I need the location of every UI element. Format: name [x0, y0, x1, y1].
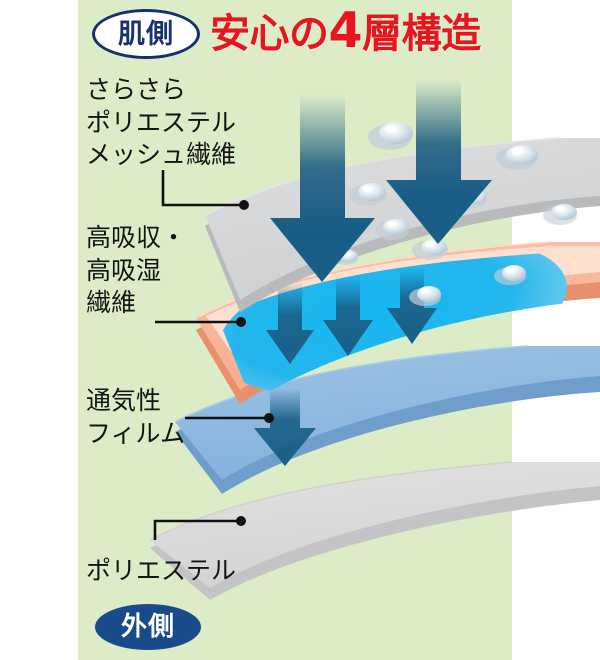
badge-outer-side: 外側 — [95, 604, 201, 650]
label-polyester: ポリエステル — [86, 555, 236, 588]
label-film-line-1: 通気性 — [86, 386, 162, 415]
badge-skin-side-label: 肌側 — [118, 18, 174, 50]
badge-skin-side: 肌側 — [92, 9, 200, 59]
page-title: 安心の4層構造 — [210, 6, 481, 56]
title-suffix: 層構造 — [362, 11, 481, 57]
label-absorbent-line-2: 高吸湿 — [86, 255, 162, 285]
label-mesh-line-2: ポリエステル — [86, 107, 237, 137]
label-absorbent-line-3: 繊維 — [86, 288, 137, 317]
label-absorbent: 高吸収・ 高吸湿 繊維 — [86, 222, 186, 320]
label-mesh-line-3: メッシュ繊維 — [86, 140, 237, 169]
title-number: 4 — [328, 2, 363, 59]
label-absorbent-line-1: 高吸収・ — [86, 223, 187, 252]
label-polyester-line-1: ポリエステル — [86, 556, 237, 585]
title-prefix: 安心の — [210, 11, 329, 57]
label-film-line-2: フィルム — [86, 418, 186, 448]
label-mesh-line-1: さらさら — [86, 75, 187, 104]
label-mesh: さらさら ポリエステル メッシュ繊維 — [86, 74, 236, 172]
badge-outer-side-label: 外側 — [120, 612, 175, 642]
label-breathable-film: 通気性 フィルム — [86, 385, 185, 450]
